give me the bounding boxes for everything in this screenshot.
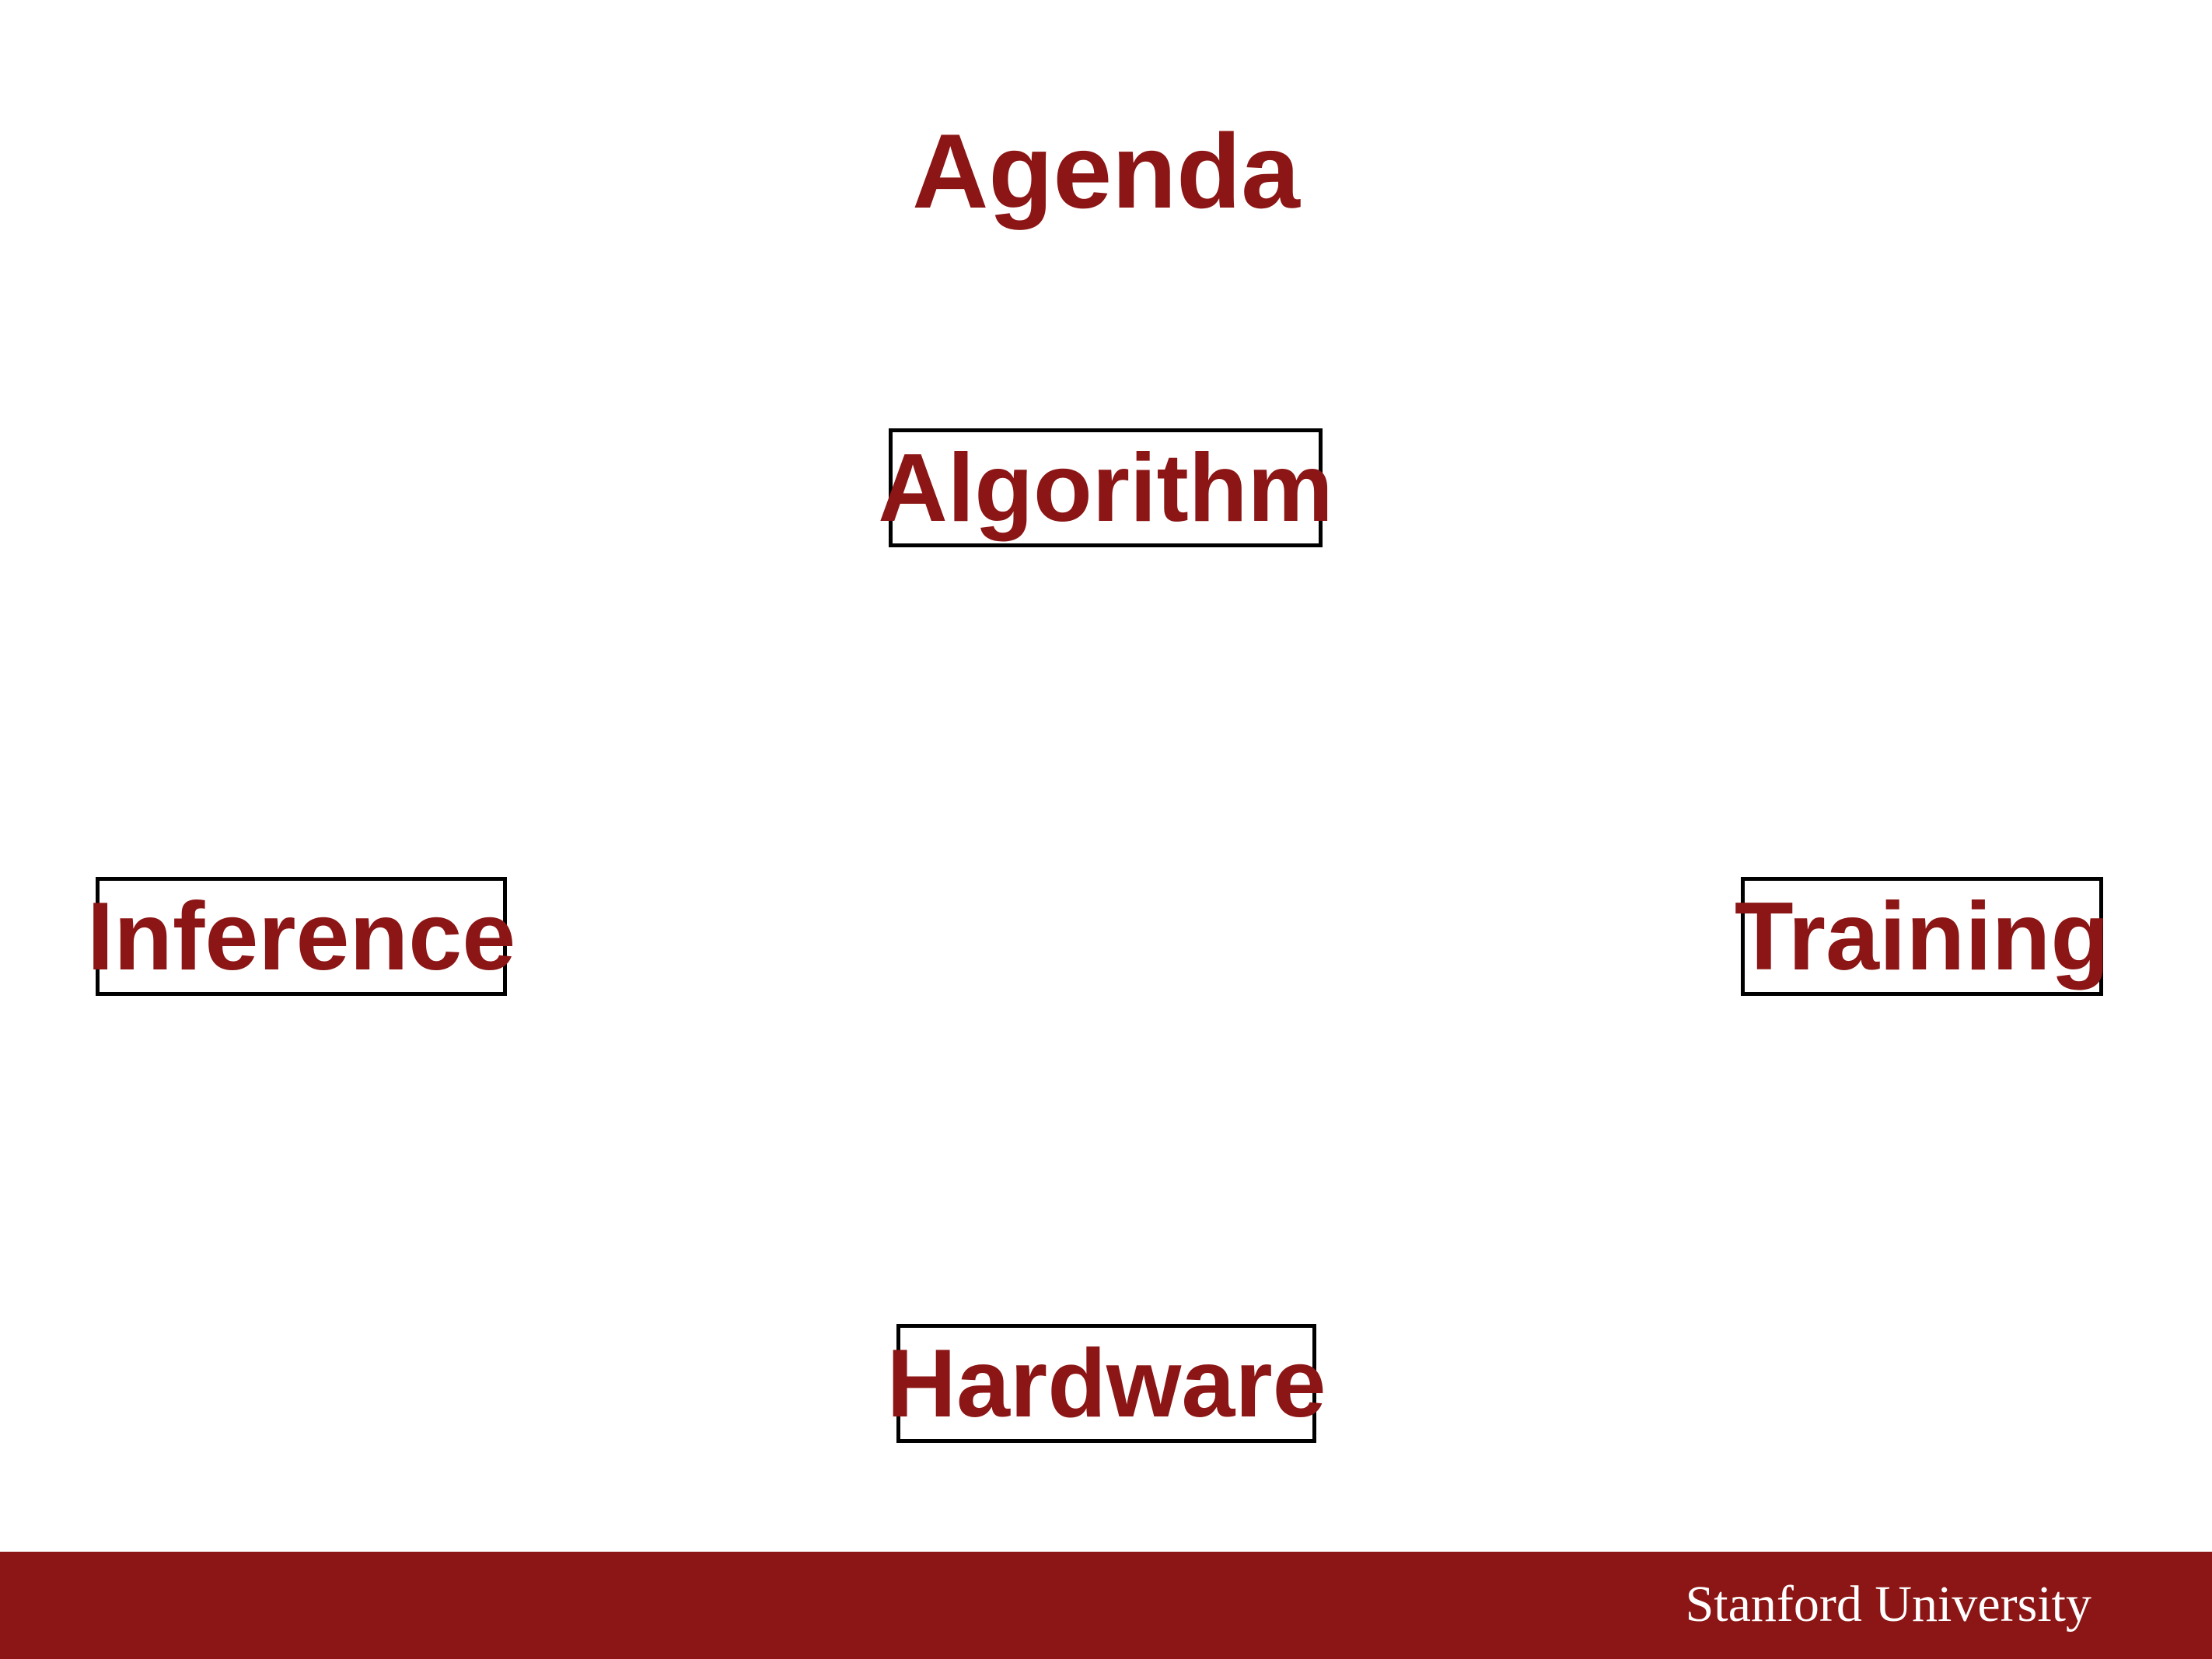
topic-box-hardware: Hardware	[886, 1324, 1326, 1443]
topic-box-inference: Inference	[87, 877, 515, 996]
stanford-logo: Stanford University	[1685, 1576, 2091, 1633]
slide-title: Agenda	[912, 112, 1300, 230]
footer-bar: Stanford University	[0, 1552, 2212, 1659]
topic-box-training: Training	[1735, 877, 2109, 996]
topic-box-algorithm: Algorithm	[878, 428, 1333, 547]
